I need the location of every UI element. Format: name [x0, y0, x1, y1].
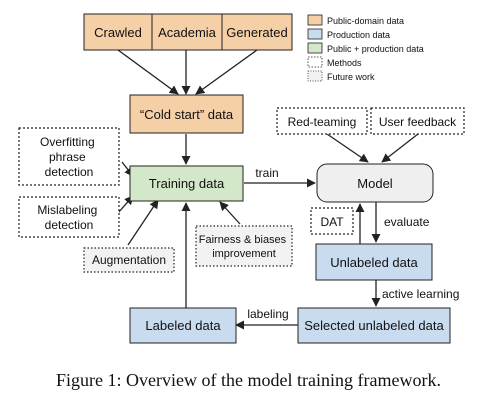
svg-text:Generated: Generated	[226, 25, 287, 40]
node-unlabeled-data: Unlabeled data	[315, 243, 433, 281]
edges	[117, 49, 419, 330]
edge-label-train: train	[255, 166, 278, 180]
edge-generated-to-coldstart	[195, 49, 258, 95]
edge-label-labeling: labeling	[247, 307, 288, 321]
node-red-teaming: Red-teaming	[276, 107, 368, 135]
node-selected-unlabeled-data: Selected unlabeled data	[297, 307, 451, 344]
svg-text:Overfitting phrase: Overfitting phrase detection	[40, 135, 98, 179]
svg-text:Academia: Academia	[158, 25, 217, 40]
node-overfitting-detection: Overfitting phrase detection	[18, 127, 120, 186]
node-fairness-improvement: Fairness & biases improvement	[195, 225, 293, 267]
edge-crawled-to-coldstart	[117, 49, 179, 95]
legend: Public-domain data Production data Publi…	[307, 14, 424, 82]
legend-item-methods: Methods	[307, 56, 362, 68]
node-training-data: Training data	[129, 165, 244, 202]
svg-text:Methods: Methods	[327, 58, 362, 68]
node-dat: DAT	[310, 207, 354, 235]
edge-fairness-to-training	[219, 201, 241, 225]
svg-text:Red-teaming: Red-teaming	[288, 115, 357, 129]
edge-augmentation-to-training	[127, 199, 159, 246]
svg-text:Crawled: Crawled	[94, 25, 142, 40]
node-model: Model	[316, 163, 434, 203]
edge-redteaming-to-model	[326, 133, 369, 163]
node-crawled: Crawled	[83, 13, 153, 51]
node-cold-start: “Cold start” data	[129, 94, 244, 134]
svg-text:“Cold start” data: “Cold start” data	[140, 107, 234, 122]
svg-text:Future work: Future work	[327, 72, 375, 82]
legend-item-mixed: Public + production data	[307, 42, 424, 54]
node-augmentation: Augmentation	[83, 247, 175, 273]
svg-text:Selected unlabeled data: Selected unlabeled data	[304, 318, 444, 333]
svg-text:Production data: Production data	[327, 30, 390, 40]
legend-item-public: Public-domain data	[307, 14, 404, 26]
svg-text:Public-domain data: Public-domain data	[327, 16, 404, 26]
svg-text:DAT: DAT	[320, 215, 344, 229]
svg-text:Mislabeling detection: Mislabeling detection	[37, 203, 100, 232]
svg-text:Unlabeled data: Unlabeled data	[330, 255, 418, 270]
svg-text:Labeled data: Labeled data	[145, 318, 221, 333]
edge-label-active-learning: active learning	[382, 287, 459, 301]
node-mislabeling-detection: Mislabeling detection	[18, 196, 120, 238]
svg-text:Training data: Training data	[149, 176, 225, 191]
svg-text:Public + production data: Public + production data	[327, 44, 424, 54]
legend-item-future: Future work	[307, 70, 375, 82]
node-labeled-data: Labeled data	[129, 307, 237, 344]
legend-item-production: Production data	[307, 28, 390, 40]
node-academia: Academia	[151, 13, 223, 51]
svg-text:Augmentation: Augmentation	[92, 253, 166, 267]
node-generated: Generated	[221, 13, 293, 51]
svg-text:Model: Model	[357, 176, 393, 191]
figure-caption: Figure 1: Overview of the model training…	[56, 370, 441, 390]
svg-text:Fairness & biases improv: Fairness & biases improvement	[199, 234, 290, 260]
svg-text:User feedback: User feedback	[379, 115, 457, 129]
edge-label-evaluate: evaluate	[384, 215, 430, 229]
node-user-feedback: User feedback	[370, 107, 465, 135]
edge-userfeedback-to-model	[381, 133, 419, 163]
